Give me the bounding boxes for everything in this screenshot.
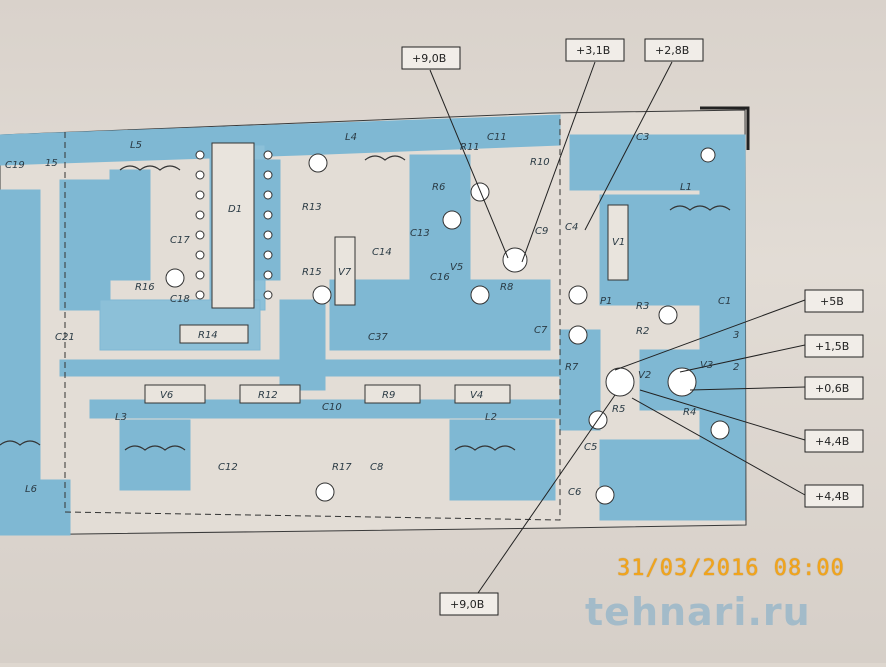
label-3: 3: [733, 330, 739, 341]
label-c18: C18: [170, 294, 190, 305]
label-v7: V7: [338, 267, 352, 278]
label-c14: C14: [372, 247, 392, 258]
label-r12: R12: [258, 390, 278, 401]
label-v1: V1: [612, 237, 625, 248]
label-r8: R8: [500, 282, 513, 293]
resistor-bodies: [144, 204, 629, 404]
label-v6: V6: [160, 390, 173, 401]
label-l3: L3: [115, 412, 127, 423]
voltage-label: +5B: [820, 295, 844, 308]
label-c21: C21: [55, 332, 75, 343]
label-r3: R3: [636, 301, 649, 312]
label-v4: V4: [470, 390, 483, 401]
voltage-label: +9,0B: [450, 598, 484, 611]
label-r6: R6: [432, 182, 445, 193]
label-l2: L2: [485, 412, 497, 423]
label-r5: R5: [612, 404, 625, 415]
ic-d1: [195, 142, 273, 309]
label-15: 15: [45, 158, 58, 169]
label-v5: V5: [450, 262, 463, 273]
label-c11: C11: [487, 132, 507, 143]
voltage-boxes: [401, 38, 864, 616]
label-c17: C17: [170, 235, 190, 246]
label-c9: C9: [535, 226, 548, 237]
voltage-label: +2,8B: [655, 44, 689, 57]
leader-lines: [429, 61, 806, 594]
label-r11: R11: [460, 142, 480, 153]
label-l6: L6: [25, 484, 37, 495]
shield-outline: [64, 115, 561, 521]
voltage-label: +9,0B: [412, 52, 446, 65]
label-r13: R13: [302, 202, 322, 213]
label-c4: C4: [565, 222, 578, 233]
label-d1: D1: [228, 204, 242, 215]
label-r17: R17: [332, 462, 352, 473]
component-labels: L5 C19 15 D1 R13 L4 R11 C11 R10 C17 R16 …: [5, 132, 739, 498]
voltage-label: +4,4B: [815, 435, 849, 448]
label-c19: C19: [5, 160, 25, 171]
label-c6: C6: [568, 487, 581, 498]
label-r9: R9: [382, 390, 395, 401]
label-v3: V3: [700, 360, 713, 371]
label-r14: R14: [198, 330, 218, 341]
label-c5: C5: [584, 442, 597, 453]
label-l4: L4: [345, 132, 357, 143]
timestamp: 31/03/2016 08:00: [617, 556, 845, 581]
label-l5: L5: [130, 140, 142, 151]
label-c13: C13: [410, 228, 430, 239]
label-l1: L1: [680, 182, 692, 193]
label-r4: R4: [683, 407, 696, 418]
label-c16: C16: [430, 272, 450, 283]
label-r7: R7: [565, 362, 579, 373]
label-p1: P1: [600, 296, 612, 307]
inductors: [0, 155, 731, 451]
label-2: 2: [733, 362, 739, 373]
voltage-label: +3,1B: [576, 44, 610, 57]
label-r10: R10: [530, 157, 550, 168]
label-c12: C12: [218, 462, 238, 473]
label-r15: R15: [302, 267, 322, 278]
label-c37: C37: [368, 332, 388, 343]
voltage-label: +4,4B: [815, 490, 849, 503]
watermark: tehnari.ru: [585, 590, 811, 634]
label-c3: C3: [636, 132, 649, 143]
voltage-labels: +9,0B +3,1B +2,8B +5B +1,5B +0,6B +4,4B …: [412, 44, 849, 611]
label-v2: V2: [638, 370, 651, 381]
label-c7: C7: [534, 325, 548, 336]
label-c1: C1: [718, 296, 731, 307]
label-r16: R16: [135, 282, 155, 293]
label-r2: R2: [636, 326, 649, 337]
label-c8: C8: [370, 462, 383, 473]
label-c10: C10: [322, 402, 342, 413]
voltage-label: +1,5B: [815, 340, 849, 353]
voltage-label: +0,6B: [815, 382, 849, 395]
